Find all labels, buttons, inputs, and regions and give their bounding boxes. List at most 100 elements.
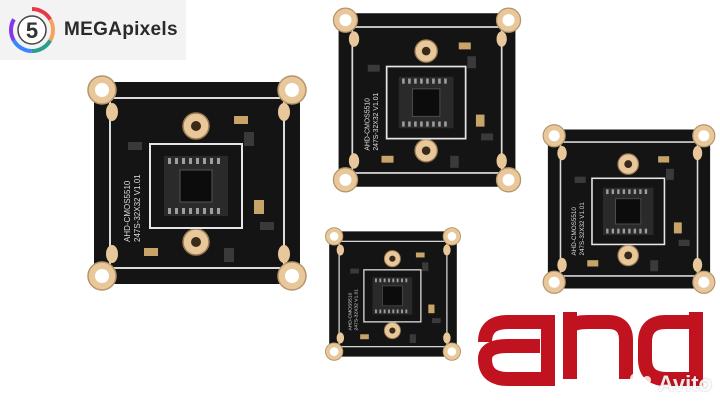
sensor-pin	[606, 189, 609, 195]
image-sensor	[382, 285, 403, 307]
sensor-pin	[414, 78, 417, 84]
lens-mount-hole	[389, 327, 396, 334]
smd-component	[450, 155, 459, 168]
board-label-sub: 247S-32X32 V1.01	[133, 174, 142, 242]
sensor-pin	[408, 78, 411, 84]
sensor-pin	[388, 309, 390, 314]
logo-wordmark: MEGApixels	[64, 19, 178, 40]
sensor-pin	[392, 278, 395, 283]
smd-component	[467, 56, 476, 69]
image-sensor	[615, 198, 642, 225]
sensor-pin	[628, 228, 631, 234]
sensor-pin	[639, 189, 642, 195]
sensor-pin	[175, 208, 178, 214]
watermark-text: Avito	[657, 371, 712, 396]
silkscreen-frame	[559, 141, 699, 277]
smd-component	[409, 334, 416, 343]
smd-component	[254, 200, 264, 214]
silkscreen-frame	[109, 97, 285, 269]
smd-component	[432, 318, 441, 324]
smd-component	[666, 168, 674, 180]
lens-mount-hole	[421, 146, 431, 155]
smd-component	[128, 142, 142, 150]
smd-component	[224, 248, 234, 262]
five-megapixels-emblem-icon: 5	[9, 7, 55, 53]
board-label-main: AHD-CMOS5510	[364, 98, 371, 151]
smd-component	[658, 156, 670, 163]
mounting-hole	[502, 14, 515, 27]
smd-component	[678, 239, 690, 247]
sensor-pin	[432, 78, 435, 84]
sensor-pin	[189, 208, 192, 214]
smd-component	[350, 268, 359, 274]
mounting-hole	[698, 130, 710, 142]
side-pad	[106, 103, 118, 121]
smd-component	[381, 155, 394, 163]
sensor-frame	[149, 143, 243, 229]
sensor-pin	[402, 78, 405, 84]
sensor-pin	[420, 78, 423, 84]
smd-component	[234, 116, 248, 124]
sensor-pin	[408, 121, 411, 127]
mounting-hole	[285, 269, 299, 283]
side-pad	[278, 245, 290, 263]
sensor-pin	[444, 78, 447, 84]
smd-component	[574, 176, 586, 184]
avito-watermark: Avito	[628, 371, 712, 397]
side-pad	[496, 31, 507, 47]
silkscreen-frame	[351, 26, 503, 174]
sensor-pin	[633, 228, 637, 234]
mounting-hole	[329, 347, 339, 356]
mounting-hole	[698, 276, 710, 288]
smd-component	[360, 334, 369, 340]
side-pad	[557, 257, 567, 273]
mounting-hole	[95, 269, 109, 283]
ahd-logo: ahd	[478, 312, 703, 386]
smd-component	[650, 260, 659, 272]
mounting-hole	[447, 232, 457, 241]
board-label-main: AHD-CMOS5510	[571, 207, 578, 256]
sensor-pin	[396, 309, 399, 314]
smd-component	[428, 304, 435, 314]
side-pad	[348, 153, 360, 169]
sensor-pin	[182, 208, 185, 214]
side-pad	[443, 332, 451, 344]
lens-mount-hole	[624, 160, 633, 169]
side-pad	[443, 244, 451, 256]
side-pad	[336, 244, 345, 256]
sensor-pin	[383, 309, 386, 314]
sensor-pin	[622, 228, 626, 234]
sensor-pin	[402, 121, 405, 127]
lens-mount-hole	[624, 251, 633, 260]
sensor-pin	[444, 121, 447, 127]
sensor-pin	[375, 309, 377, 314]
smd-component	[673, 222, 682, 234]
image-sensor	[411, 88, 441, 117]
board-label-sub: 247S-32X32 V1.01	[373, 92, 380, 150]
avito-dots-icon	[629, 373, 652, 395]
lens-mount-hole	[191, 237, 201, 247]
sensor-pin	[405, 278, 408, 283]
side-pad	[336, 332, 345, 344]
sensor-pin	[379, 309, 382, 314]
smd-component	[422, 262, 429, 272]
sensor-pin	[611, 189, 615, 195]
mounting-hole	[339, 14, 352, 27]
sensor-pin	[203, 158, 206, 164]
mounting-hole	[502, 173, 515, 186]
sensor-pin	[401, 278, 403, 283]
sensor-pin	[210, 158, 213, 164]
sensor-pin	[617, 228, 620, 234]
sensor-pin	[182, 158, 185, 164]
sensor-pin	[426, 78, 429, 84]
sensor-pin	[175, 158, 178, 164]
mounting-hole	[285, 83, 299, 97]
board-label-main: AHD-CMOS5510	[123, 180, 132, 242]
sensor-pin	[426, 121, 429, 127]
smd-component	[481, 133, 494, 141]
sensor-pin	[217, 208, 220, 214]
